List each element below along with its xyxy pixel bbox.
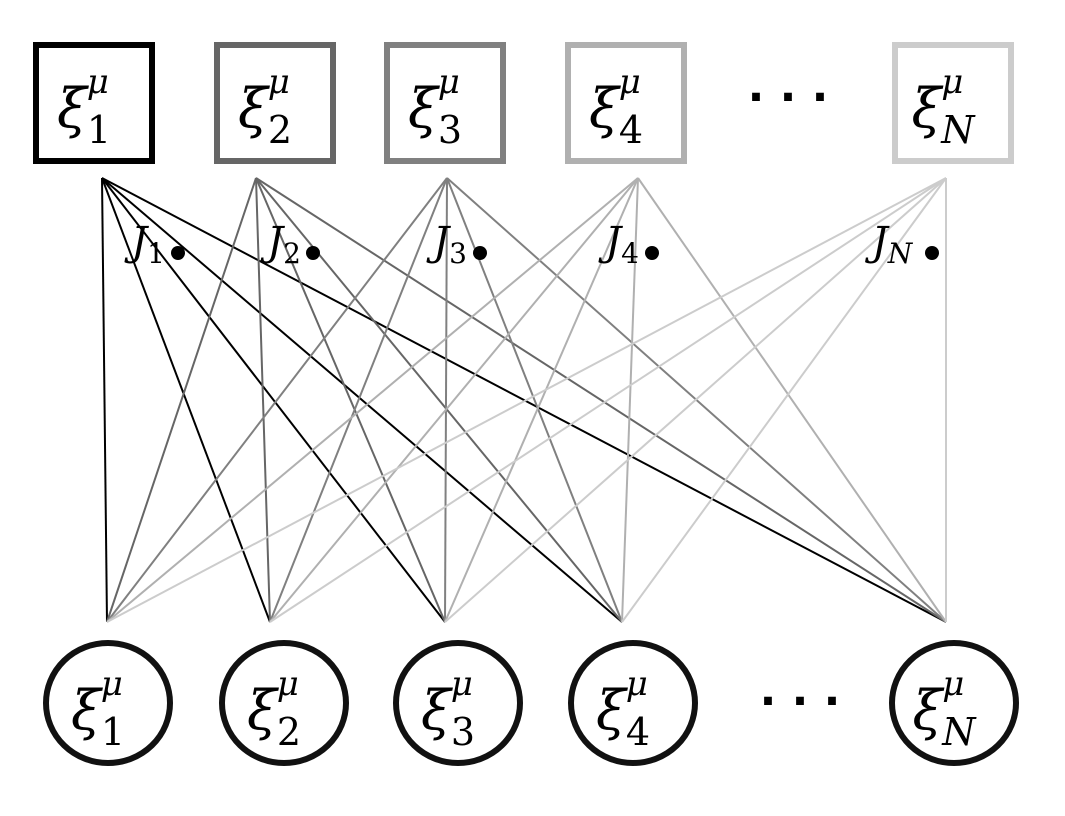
coupling-dot [473,246,487,260]
output-circle [889,640,1019,766]
coupling-dot [171,246,185,260]
connection-lines [101,177,947,623]
input-box [565,42,687,164]
edge-3-3 [444,177,448,623]
coupling-label: J3 [426,219,467,270]
edge-2-2 [255,177,271,623]
input-ellipsis: · · · [748,72,829,123]
edge-4-N [637,177,947,623]
input-box [892,42,1014,164]
edge-2-1 [106,177,257,623]
edge-2-3 [255,177,446,623]
edge-3-1 [106,177,448,623]
output-circle [219,640,349,766]
coupling-dot [306,246,320,260]
output-circle [568,640,698,766]
output-ellipsis: · · · [760,676,841,727]
edge-1-2 [101,177,271,623]
coupling-label: JN [865,219,914,270]
edge-N-1 [106,177,947,623]
input-box [214,42,336,164]
coupling-label: J2 [260,219,301,270]
output-circle [43,640,173,766]
coupling-dot [925,246,939,260]
edge-N-3 [444,177,947,623]
input-box [384,42,506,164]
coupling-dot [645,246,659,260]
edge-1-1 [101,177,108,623]
coupling-N: JN [865,219,939,270]
coupling-3: J3 [426,219,487,270]
edge-4-2 [269,177,639,623]
edge-1-3 [101,177,446,623]
edge-N-4 [621,177,947,623]
edge-4-3 [444,177,639,623]
coupling-label: J4 [598,219,639,270]
coupling-4: J4 [598,219,659,270]
input-box [33,42,155,164]
edge-1-N [101,177,947,623]
edge-4-4 [621,177,639,623]
coupling-1: J1 [124,219,185,270]
edge-1-4 [101,177,623,623]
output-circle [393,640,523,766]
edge-3-2 [269,177,448,623]
edge-2-N [255,177,947,623]
edge-4-1 [106,177,639,623]
edge-N-2 [269,177,947,623]
